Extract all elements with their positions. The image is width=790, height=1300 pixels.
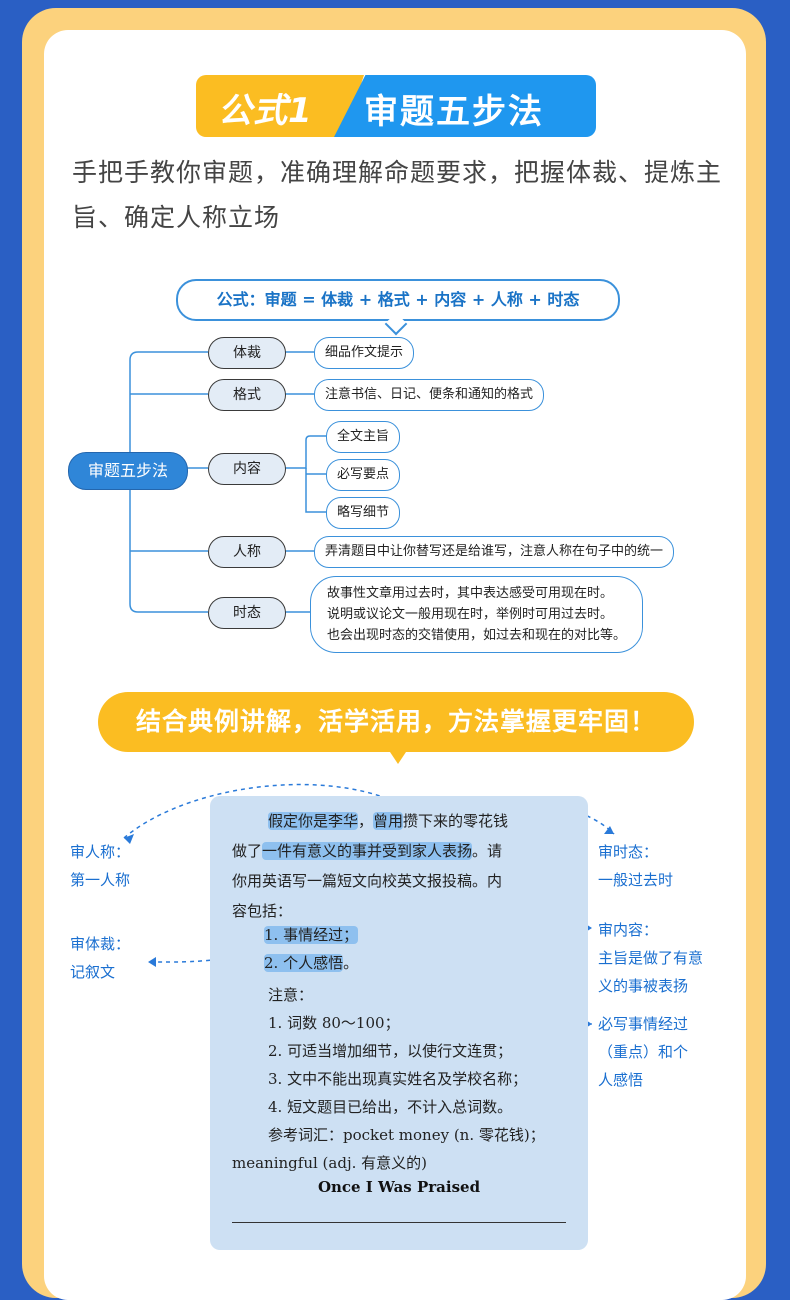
- annotation-value: 第一人称: [70, 871, 131, 889]
- exam-note: 3. 文中不能出现真实姓名及学校名称；: [268, 1070, 528, 1088]
- exam-prompt-box: [210, 796, 588, 1250]
- leaf-genre-tip: 细品作文提示: [314, 337, 415, 369]
- node-format: 格式: [208, 379, 286, 411]
- exam-note: 4. 短文题目已给出，不计入总词数。: [268, 1098, 513, 1116]
- exam-line: 做了一件有意义的事并受到家人表扬。请: [232, 840, 502, 861]
- exam-line: 你用英语写一篇短文向校英文报投稿。内: [232, 872, 503, 890]
- exam-text-fragment: 做了: [232, 842, 263, 860]
- highlight-tense: 曾用: [373, 812, 404, 830]
- annotation-value: 主旨是做了有意: [598, 949, 704, 967]
- exam-note: 2. 可适当增加细节，以使行文连贯；: [268, 1042, 513, 1060]
- exam-text-fragment: ，: [358, 812, 374, 830]
- annotation-must: 必写事情经过 （重点）和个 人感悟: [598, 1010, 688, 1094]
- annotation-person: 审人称： 第一人称: [70, 838, 130, 894]
- answer-line: [232, 1222, 566, 1223]
- exam-note: 1. 词数 80～100；: [268, 1014, 400, 1032]
- annotation-value: 必写事情经过: [598, 1015, 689, 1033]
- exam-line: 假定你是李华，曾用攒下来的零花钱: [268, 810, 508, 831]
- annotation-value: 一般过去时: [598, 871, 674, 889]
- exam-vocab: 参考词汇：pocket money (n. 零花钱)；: [268, 1126, 545, 1144]
- formula-number: 公式1: [218, 91, 313, 131]
- highlight-person: 假定你是李华: [268, 812, 359, 830]
- tense-tip-line: 也会出现时态的交错使用，如过去和现在的对比等。: [327, 628, 627, 643]
- node-content: 内容: [208, 453, 286, 485]
- exam-note-label: 注意：: [268, 986, 314, 1004]
- annotation-label: 审体裁：: [70, 935, 131, 953]
- node-genre: 体裁: [208, 337, 286, 369]
- banner-tail: [386, 746, 410, 764]
- leaf-person-tip: 弄清题目中让你替写还是给谁写，注意人称在句子中的统一: [314, 536, 675, 568]
- leaf-tense-tips: 故事性文章用过去时，其中表达感受可用现在时。 说明或议论文一般用现在时，举例时可…: [310, 576, 644, 653]
- mindmap-root: 审题五步法: [68, 452, 188, 490]
- leaf-content-brief: 略写细节: [326, 497, 401, 529]
- annotation-label: 审时态：: [598, 843, 659, 861]
- exam-text-fragment: 。: [343, 954, 359, 972]
- tense-tip-line: 故事性文章用过去时，其中表达感受可用现在时。: [327, 586, 614, 601]
- leaf-content-must: 必写要点: [326, 459, 401, 491]
- node-person: 人称: [208, 536, 286, 568]
- annotation-label: 审内容：: [598, 921, 659, 939]
- essay-title: Once I Was Praised: [317, 1178, 481, 1196]
- tense-tip-line: 说明或议论文一般用现在时，举例时可用过去时。: [327, 607, 614, 622]
- highlight-item1: 1. 事情经过；: [264, 926, 359, 944]
- node-tense: 时态: [208, 597, 286, 629]
- exam-text-fragment: 攒下来的零花钱: [403, 812, 509, 830]
- section-title: 公式1 审题五步法: [196, 75, 596, 137]
- annotation-value: 人感悟: [598, 1071, 644, 1089]
- exam-vocab: meaningful (adj. 有意义的): [232, 1154, 427, 1172]
- intro-text: 手把手教你审题，准确理解命题要求，把握体裁、提炼主旨、确定人称立场: [72, 158, 723, 232]
- example-banner: 结合典例讲解，活学活用，方法掌握更牢固！: [98, 692, 694, 752]
- exam-item: 1. 事情经过；: [264, 924, 359, 945]
- leaf-format-tip: 注意书信、日记、便条和通知的格式: [314, 379, 545, 411]
- annotation-genre: 审体裁： 记叙文: [70, 930, 130, 986]
- annotation-tense: 审时态： 一般过去时: [598, 838, 673, 894]
- title-badge: [196, 75, 364, 137]
- annotation-content: 审内容： 主旨是做了有意 义的事被表扬: [598, 916, 703, 1000]
- highlight-theme: 一件有意义的事并受到家人表扬: [262, 842, 473, 860]
- exam-text-fragment: 。请: [472, 842, 503, 860]
- method-name: 审题五步法: [364, 92, 544, 132]
- exam-line: 容包括：: [232, 902, 293, 920]
- highlight-item2: 2. 个人感悟: [264, 954, 344, 972]
- annotation-value: 记叙文: [70, 963, 116, 981]
- annotation-label: 审人称：: [70, 843, 131, 861]
- annotation-value: 义的事被表扬: [598, 977, 689, 995]
- annotation-value: （重点）和个: [598, 1043, 689, 1061]
- leaf-content-theme: 全文主旨: [326, 421, 401, 453]
- title-bar: [334, 75, 596, 137]
- exam-item: 2. 个人感悟。: [264, 952, 358, 973]
